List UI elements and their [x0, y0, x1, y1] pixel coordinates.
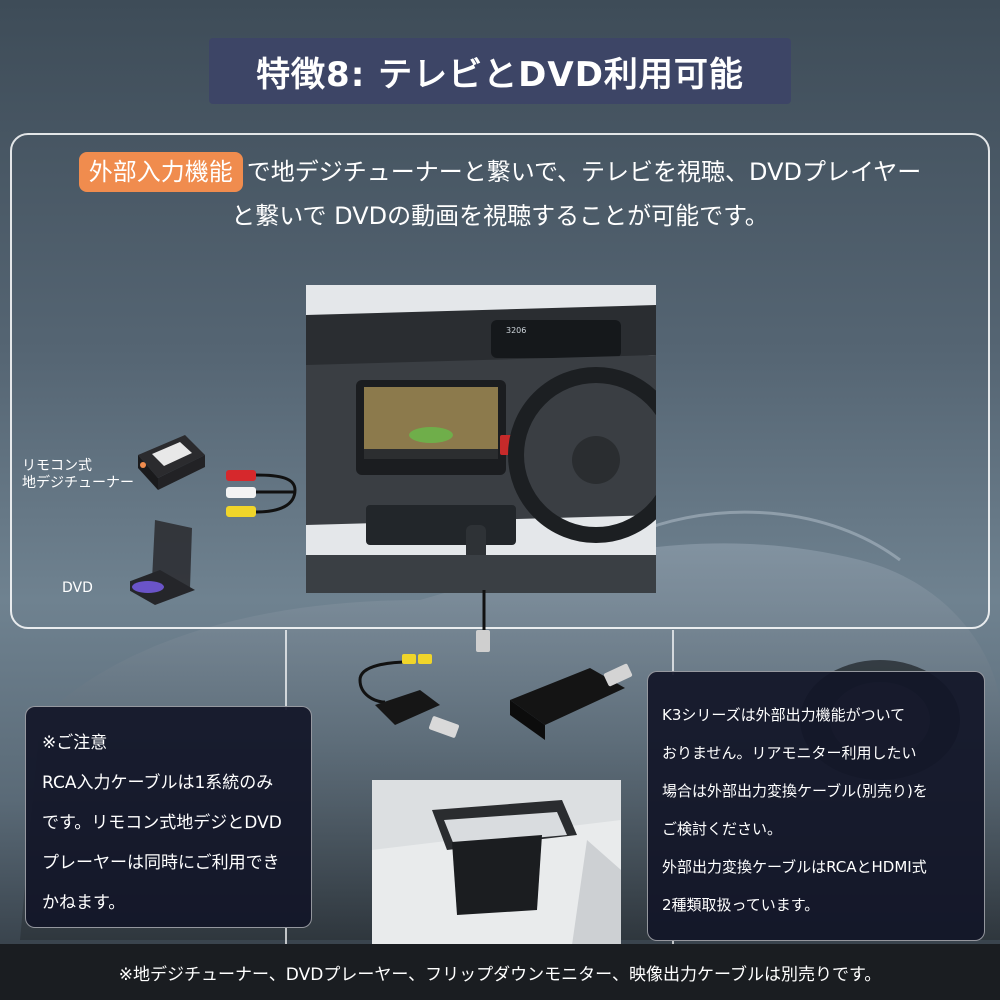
caution-line: RCA入力ケーブルは1系統のみ [42, 773, 274, 793]
rca-plugs-icon [226, 470, 297, 517]
dvd-player-icon [130, 520, 195, 605]
caution-line: です。リモコン式地デジとDVD [42, 813, 282, 833]
feature-panel [10, 133, 990, 629]
rca-adapter-icon [358, 654, 459, 738]
connector-line-left-bottom [285, 928, 287, 944]
output-note-line: 場合は外部出力変換ケーブル(別売り)を [662, 782, 928, 800]
output-note-line: K3シリーズは外部出力機能がついて [662, 706, 906, 724]
caution-heading: ※ご注意 [42, 733, 108, 753]
output-note-line: 2種類取扱っています。 [662, 896, 820, 914]
usb-plug-icon [476, 590, 490, 652]
cluster-time: 3206 [506, 326, 526, 335]
output-note-line: おりません。リアモニター利用したい [662, 744, 917, 762]
dvd-label: DVD [62, 580, 93, 596]
output-note-line: ご検討ください。 [662, 820, 783, 838]
cable-adapters-illustration [358, 590, 633, 740]
output-note: K3シリーズは外部出力機能がついて おりません。リアモニター利用したい 場合は外… [647, 671, 985, 941]
tuner-label-line2: 地デジチューナー [22, 475, 134, 491]
devices-illustration [130, 435, 297, 605]
page-title: 特徴8: テレビとDVD利用可能 [209, 38, 791, 104]
caution-line: プレーヤーは同時にご利用でき [42, 853, 280, 873]
intro-line-1-text: で地デジチューナーと繋いで、テレビを視聴、DVDプレイヤー [246, 158, 922, 186]
feature-badge: 外部入力機能 [78, 152, 243, 192]
intro-line-2: と繋いで DVDの動画を視聴することが可能です。 [231, 202, 769, 230]
caution-line: かねます。 [42, 893, 126, 913]
tuner-box-icon [138, 435, 205, 490]
intro-text: 外部入力機能で地デジチューナーと繋いで、テレビを視聴、DVDプレイヤー と繋いで… [20, 150, 980, 238]
output-note-line: 外部出力変換ケーブルはRCAとHDMI式 [662, 858, 927, 876]
connector-line-left [285, 630, 287, 710]
connector-line-right [672, 630, 674, 675]
intro-line-1: 外部入力機能で地デジチューナーと繋いで、テレビを視聴、DVDプレイヤー [20, 150, 980, 194]
tuner-label: リモコン式 地デジチューナー [22, 458, 134, 492]
hdmi-adapter-icon [510, 663, 633, 740]
tuner-label-line1: リモコン式 [22, 458, 92, 474]
caution-note: ※ご注意 RCA入力ケーブルは1系統のみ です。リモコン式地デジとDVD プレー… [25, 706, 312, 928]
dashboard-photo: 3206 [306, 285, 656, 593]
flip-down-monitor-photo [372, 780, 621, 945]
footer-disclaimer: ※地デジチューナー、DVDプレーヤー、フリップダウンモニター、映像出力ケーブルは… [0, 944, 1000, 1000]
